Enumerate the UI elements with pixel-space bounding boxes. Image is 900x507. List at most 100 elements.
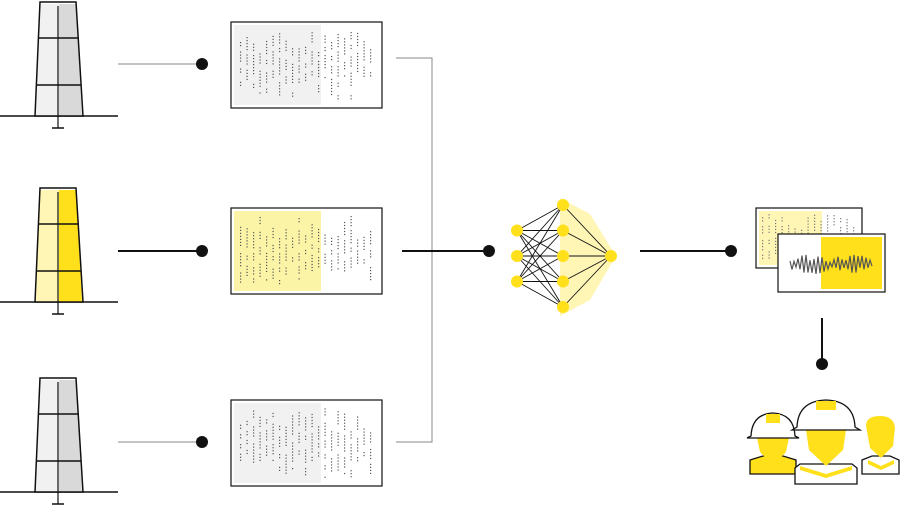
data-dot xyxy=(337,469,339,471)
data-dot xyxy=(285,259,287,261)
data-dot xyxy=(285,460,287,462)
signal-output-icon xyxy=(755,207,886,293)
data-dot xyxy=(259,263,261,265)
data-dot xyxy=(253,273,255,275)
data-dot xyxy=(363,428,365,430)
data-dot xyxy=(324,428,326,430)
data-dot xyxy=(311,422,313,425)
data-dot xyxy=(240,256,242,258)
data-dot xyxy=(285,469,287,471)
data-dot xyxy=(253,281,255,283)
data-dot xyxy=(298,218,300,220)
panel-left-fill xyxy=(234,211,321,291)
data-dot xyxy=(246,452,248,455)
data-dot xyxy=(292,240,294,242)
data-dot xyxy=(285,454,287,456)
data-dot xyxy=(344,41,346,43)
data-dot xyxy=(279,85,281,87)
data-dot xyxy=(266,72,268,74)
data-dot xyxy=(253,241,255,243)
data-dot xyxy=(246,40,248,42)
data-dot xyxy=(259,266,261,268)
data-dot xyxy=(762,254,764,256)
data-dot xyxy=(344,450,346,452)
data-dot xyxy=(259,247,261,249)
data-dot xyxy=(279,256,281,258)
data-dot xyxy=(266,59,268,62)
data-dot xyxy=(331,45,333,47)
data-dot xyxy=(363,455,365,457)
data-dot xyxy=(272,435,274,437)
data-dot xyxy=(350,470,352,472)
data-dot xyxy=(781,220,783,222)
data-dot xyxy=(279,442,281,444)
data-dot xyxy=(331,90,333,93)
tower-sensor-bottom xyxy=(0,377,118,505)
data-dot xyxy=(305,46,307,48)
data-dot xyxy=(240,281,242,283)
data-dot xyxy=(350,56,352,58)
data-dot xyxy=(298,65,300,67)
data-dot xyxy=(357,245,359,247)
data-dot xyxy=(788,225,790,227)
data-dot xyxy=(762,243,764,245)
data-dot xyxy=(820,227,822,229)
data-dot xyxy=(370,49,372,51)
data-dot xyxy=(298,57,300,59)
data-dot xyxy=(259,85,261,87)
data-dot xyxy=(266,436,268,438)
data-dot xyxy=(350,65,352,67)
data-dot xyxy=(324,411,326,413)
data-dot xyxy=(350,453,352,455)
waveform-icon xyxy=(789,254,873,274)
data-dot xyxy=(246,420,248,423)
data-dot xyxy=(350,219,352,221)
data-dot xyxy=(311,413,313,416)
data-dot xyxy=(279,244,281,246)
data-dot xyxy=(240,459,242,461)
data-dot xyxy=(259,459,261,461)
data-dot xyxy=(363,452,365,454)
data-dot xyxy=(266,88,268,90)
data-dot xyxy=(768,214,770,216)
data-dot xyxy=(285,59,287,61)
data-dot xyxy=(840,230,842,232)
network-edges xyxy=(516,204,612,308)
tower-connector-top xyxy=(118,58,208,70)
network-node xyxy=(511,224,523,237)
data-dot xyxy=(272,259,274,261)
network-node xyxy=(605,250,617,262)
data-dot xyxy=(363,431,365,433)
data-dot xyxy=(768,254,770,256)
data-dot xyxy=(344,264,346,266)
data-dot xyxy=(285,438,287,440)
data-dot xyxy=(240,45,242,47)
data-dot xyxy=(337,414,339,416)
data-dot xyxy=(324,237,326,239)
data-dot xyxy=(298,68,300,70)
data-dot xyxy=(246,57,248,59)
data-dot xyxy=(292,92,294,94)
data-dot xyxy=(305,52,307,54)
data-dot xyxy=(318,426,320,428)
data-dot xyxy=(259,425,261,427)
data-dot xyxy=(298,230,300,232)
data-dot xyxy=(253,267,255,269)
data-dot xyxy=(762,217,764,219)
data-dot xyxy=(259,438,261,440)
data-dot xyxy=(318,228,320,231)
data-dot xyxy=(337,466,339,468)
data-dot xyxy=(357,444,359,446)
data-dot xyxy=(246,228,248,230)
data-dot xyxy=(344,230,346,233)
data-dot xyxy=(266,239,268,241)
data-dot xyxy=(292,445,294,447)
data-dot xyxy=(259,441,261,443)
data-dot xyxy=(279,36,281,38)
data-dot xyxy=(240,229,242,231)
data-dot xyxy=(318,240,320,243)
data-dot xyxy=(272,76,274,78)
data-dot xyxy=(246,63,248,65)
data-dot xyxy=(331,260,333,262)
data-dot xyxy=(370,253,372,255)
